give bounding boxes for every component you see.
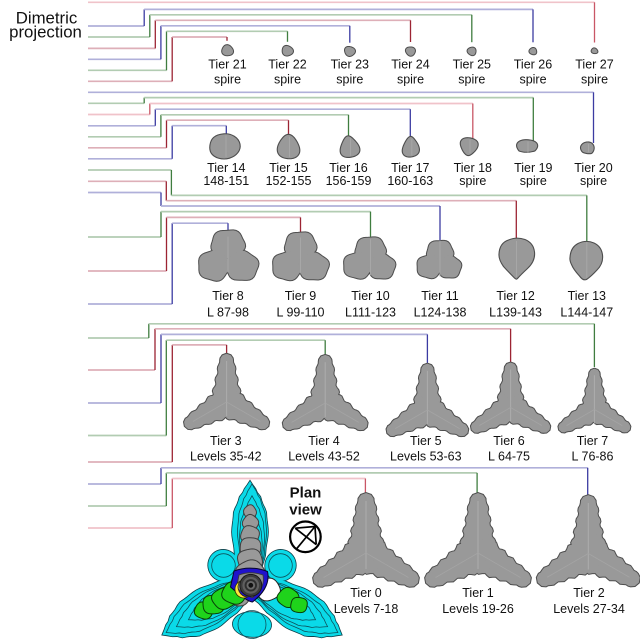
svg-text:spire: spire (274, 72, 301, 86)
svg-text:148-151: 148-151 (203, 174, 249, 188)
svg-text:spire: spire (336, 72, 363, 86)
svg-text:Tier 19: Tier 19 (514, 161, 552, 175)
svg-text:Tier 24: Tier 24 (391, 58, 429, 72)
svg-text:Tier 26: Tier 26 (514, 58, 552, 72)
svg-text:projection: projection (9, 23, 82, 42)
svg-text:spire: spire (214, 72, 241, 86)
svg-text:160-163: 160-163 (387, 174, 433, 188)
svg-text:spire: spire (459, 174, 486, 188)
svg-text:L111-123: L111-123 (345, 306, 396, 320)
svg-text:L139-143: L139-143 (489, 306, 542, 320)
svg-text:Levels 7-18: Levels 7-18 (334, 602, 399, 616)
svg-text:spire: spire (458, 72, 485, 86)
svg-text:L124-138: L124-138 (414, 306, 467, 320)
svg-text:Tier 8: Tier 8 (212, 289, 244, 303)
svg-text:Tier 18: Tier 18 (454, 161, 492, 175)
svg-text:Levels 27-34: Levels 27-34 (553, 602, 625, 616)
svg-text:Tier 21: Tier 21 (208, 58, 246, 72)
svg-text:Tier 14: Tier 14 (207, 161, 245, 175)
svg-text:152-155: 152-155 (266, 174, 312, 188)
svg-text:156-159: 156-159 (326, 174, 372, 188)
svg-text:spire: spire (580, 174, 607, 188)
svg-text:Tier 10: Tier 10 (351, 289, 389, 303)
svg-text:Tier 6: Tier 6 (493, 434, 525, 448)
svg-text:Tier 12: Tier 12 (496, 289, 534, 303)
svg-text:Tier 0: Tier 0 (350, 586, 382, 600)
svg-text:Tier 3: Tier 3 (210, 434, 242, 448)
svg-text:Tier 27: Tier 27 (575, 58, 613, 72)
svg-text:L 99-110: L 99-110 (277, 306, 325, 320)
svg-text:Tier 1: Tier 1 (462, 586, 494, 600)
svg-text:Tier 5: Tier 5 (410, 434, 442, 448)
svg-text:Tier 22: Tier 22 (268, 58, 306, 72)
svg-text:Levels 35-42: Levels 35-42 (190, 450, 262, 464)
svg-text:Tier 7: Tier 7 (577, 434, 609, 448)
svg-text:Tier 15: Tier 15 (269, 161, 307, 175)
svg-text:Tier 2: Tier 2 (573, 586, 605, 600)
svg-text:Levels 53-63: Levels 53-63 (390, 450, 462, 464)
svg-text:Tier 11: Tier 11 (421, 289, 459, 303)
svg-text:L 64-75: L 64-75 (488, 450, 530, 464)
svg-text:L 76-86: L 76-86 (572, 450, 614, 464)
svg-text:Tier 4: Tier 4 (308, 434, 340, 448)
svg-text:Tier 9: Tier 9 (285, 289, 317, 303)
svg-text:Tier 17: Tier 17 (391, 161, 429, 175)
svg-text:spire: spire (581, 72, 608, 86)
svg-text:Dimetric: Dimetric (16, 8, 78, 27)
svg-text:view: view (289, 502, 322, 519)
svg-text:Plan: Plan (290, 485, 322, 502)
svg-text:L144-147: L144-147 (560, 306, 613, 320)
svg-text:spire: spire (519, 72, 546, 86)
svg-text:Tier 13: Tier 13 (568, 289, 606, 303)
svg-text:Levels 43-52: Levels 43-52 (288, 450, 360, 464)
svg-text:Tier 25: Tier 25 (453, 58, 491, 72)
svg-text:spire: spire (397, 72, 424, 86)
svg-text:Tier 23: Tier 23 (331, 58, 369, 72)
svg-text:Tier 20: Tier 20 (574, 161, 612, 175)
svg-text:Levels 19-26: Levels 19-26 (442, 602, 514, 616)
svg-text:Tier 16: Tier 16 (329, 161, 367, 175)
svg-text:L 87-98: L 87-98 (207, 306, 249, 320)
svg-text:spire: spire (520, 174, 547, 188)
